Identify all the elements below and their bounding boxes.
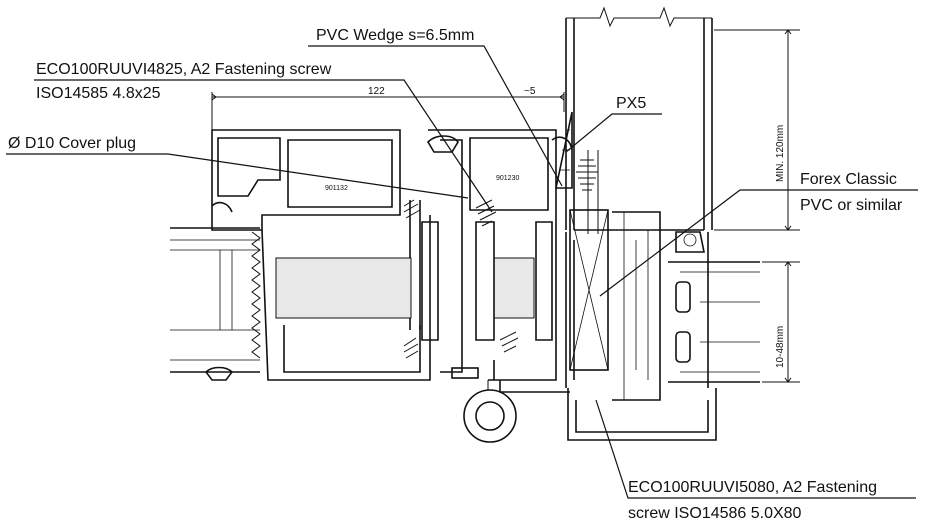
callout-pvc-wedge: PVC Wedge s=6.5mm xyxy=(308,27,563,187)
label-forex-1: Forex Classic xyxy=(800,171,897,188)
dim-10-48: 10-48mm xyxy=(775,326,786,368)
part-number-right: 901230 xyxy=(496,175,519,182)
callout-cover-plug: Ø D10 Cover plug xyxy=(6,135,469,199)
dim-offset-5: ~5 xyxy=(524,86,536,97)
label-screw-bottom-1: ECO100RUUVI5080, A2 Fastening xyxy=(628,479,877,496)
callout-px5: PX5 xyxy=(565,95,662,153)
dim-122: 122 xyxy=(368,86,385,97)
label-pvc-wedge: PVC Wedge s=6.5mm xyxy=(316,27,474,44)
label-cover-plug: Ø D10 Cover plug xyxy=(8,135,136,152)
sash-profile xyxy=(204,129,431,381)
right-dimension-10-48: 10-48mm xyxy=(762,261,800,383)
part-number-left: 901132 xyxy=(325,185,348,192)
top-dimension: 122 ~5 xyxy=(211,86,565,130)
callout-bottom-screw: ECO100RUUVI5080, A2 Fastening screw ISO1… xyxy=(595,399,916,522)
right-glazing xyxy=(668,231,760,383)
label-px5: PX5 xyxy=(616,95,646,112)
left-glazing xyxy=(170,227,260,373)
label-screw-top-1: ECO100RUUVI4825, A2 Fastening screw xyxy=(36,61,332,78)
dim-min-120: MIN. 120mm xyxy=(775,125,786,182)
insulation xyxy=(275,257,535,319)
callout-forex: Forex Classic PVC or similar xyxy=(599,171,918,297)
pvc-wedge xyxy=(555,111,573,189)
wall-frame xyxy=(565,6,717,441)
callout-top-screw: ECO100RUUVI4825, A2 Fastening screw ISO1… xyxy=(34,61,493,213)
right-dimension-120: MIN. 120mm xyxy=(714,29,800,231)
label-screw-top-2: ISO14585 4.8x25 xyxy=(36,85,161,102)
frame-profile xyxy=(403,129,599,443)
label-screw-bottom-2: screw ISO14586 5.0X80 xyxy=(628,505,802,522)
wood-block xyxy=(569,209,661,401)
label-forex-2: PVC or similar xyxy=(800,197,903,214)
